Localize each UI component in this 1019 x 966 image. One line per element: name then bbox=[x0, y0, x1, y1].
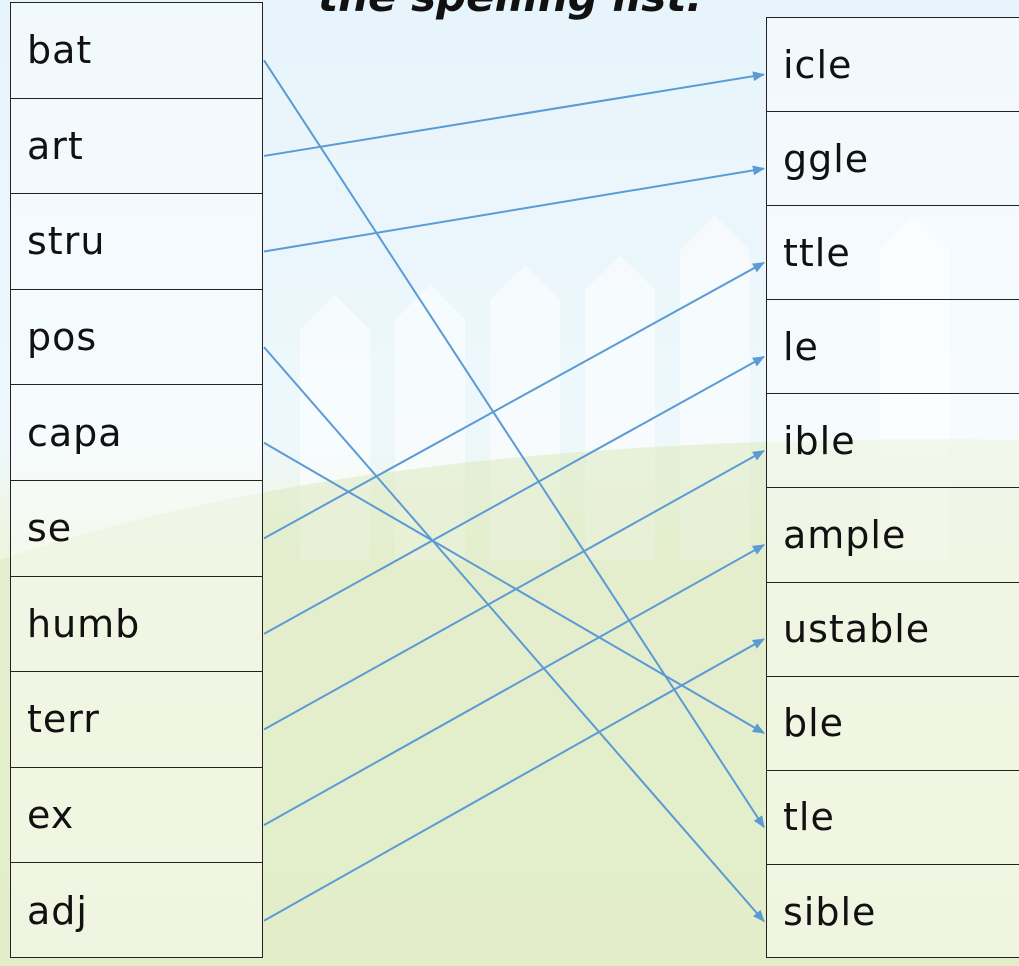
right-ending-cell[interactable]: tle bbox=[767, 771, 1019, 865]
left-word-column: bat art stru pos capa se humb terr ex ad… bbox=[10, 2, 263, 958]
right-ending-cell[interactable]: ustable bbox=[767, 583, 1019, 677]
right-ending-cell[interactable]: sible bbox=[767, 865, 1019, 959]
page-title: the spelling list. bbox=[318, 0, 702, 21]
right-ending-column: icle ggle ttle le ible ample ustable ble… bbox=[766, 17, 1019, 958]
right-ending-cell[interactable]: icle bbox=[767, 18, 1019, 112]
left-word-cell[interactable]: bat bbox=[11, 3, 262, 99]
right-ending-cell[interactable]: ggle bbox=[767, 112, 1019, 206]
left-word-cell[interactable]: pos bbox=[11, 290, 262, 386]
left-word-cell[interactable]: se bbox=[11, 481, 262, 577]
right-ending-cell[interactable]: ble bbox=[767, 677, 1019, 771]
left-word-cell[interactable]: stru bbox=[11, 194, 262, 290]
left-word-cell[interactable]: terr bbox=[11, 672, 262, 768]
right-ending-cell[interactable]: ample bbox=[767, 488, 1019, 582]
left-word-cell[interactable]: ex bbox=[11, 768, 262, 864]
left-word-cell[interactable]: humb bbox=[11, 577, 262, 673]
right-ending-cell[interactable]: ttle bbox=[767, 206, 1019, 300]
left-word-cell[interactable]: art bbox=[11, 99, 262, 195]
right-ending-cell[interactable]: le bbox=[767, 300, 1019, 394]
left-word-cell[interactable]: adj bbox=[11, 863, 262, 959]
left-word-cell[interactable]: capa bbox=[11, 385, 262, 481]
right-ending-cell[interactable]: ible bbox=[767, 394, 1019, 488]
